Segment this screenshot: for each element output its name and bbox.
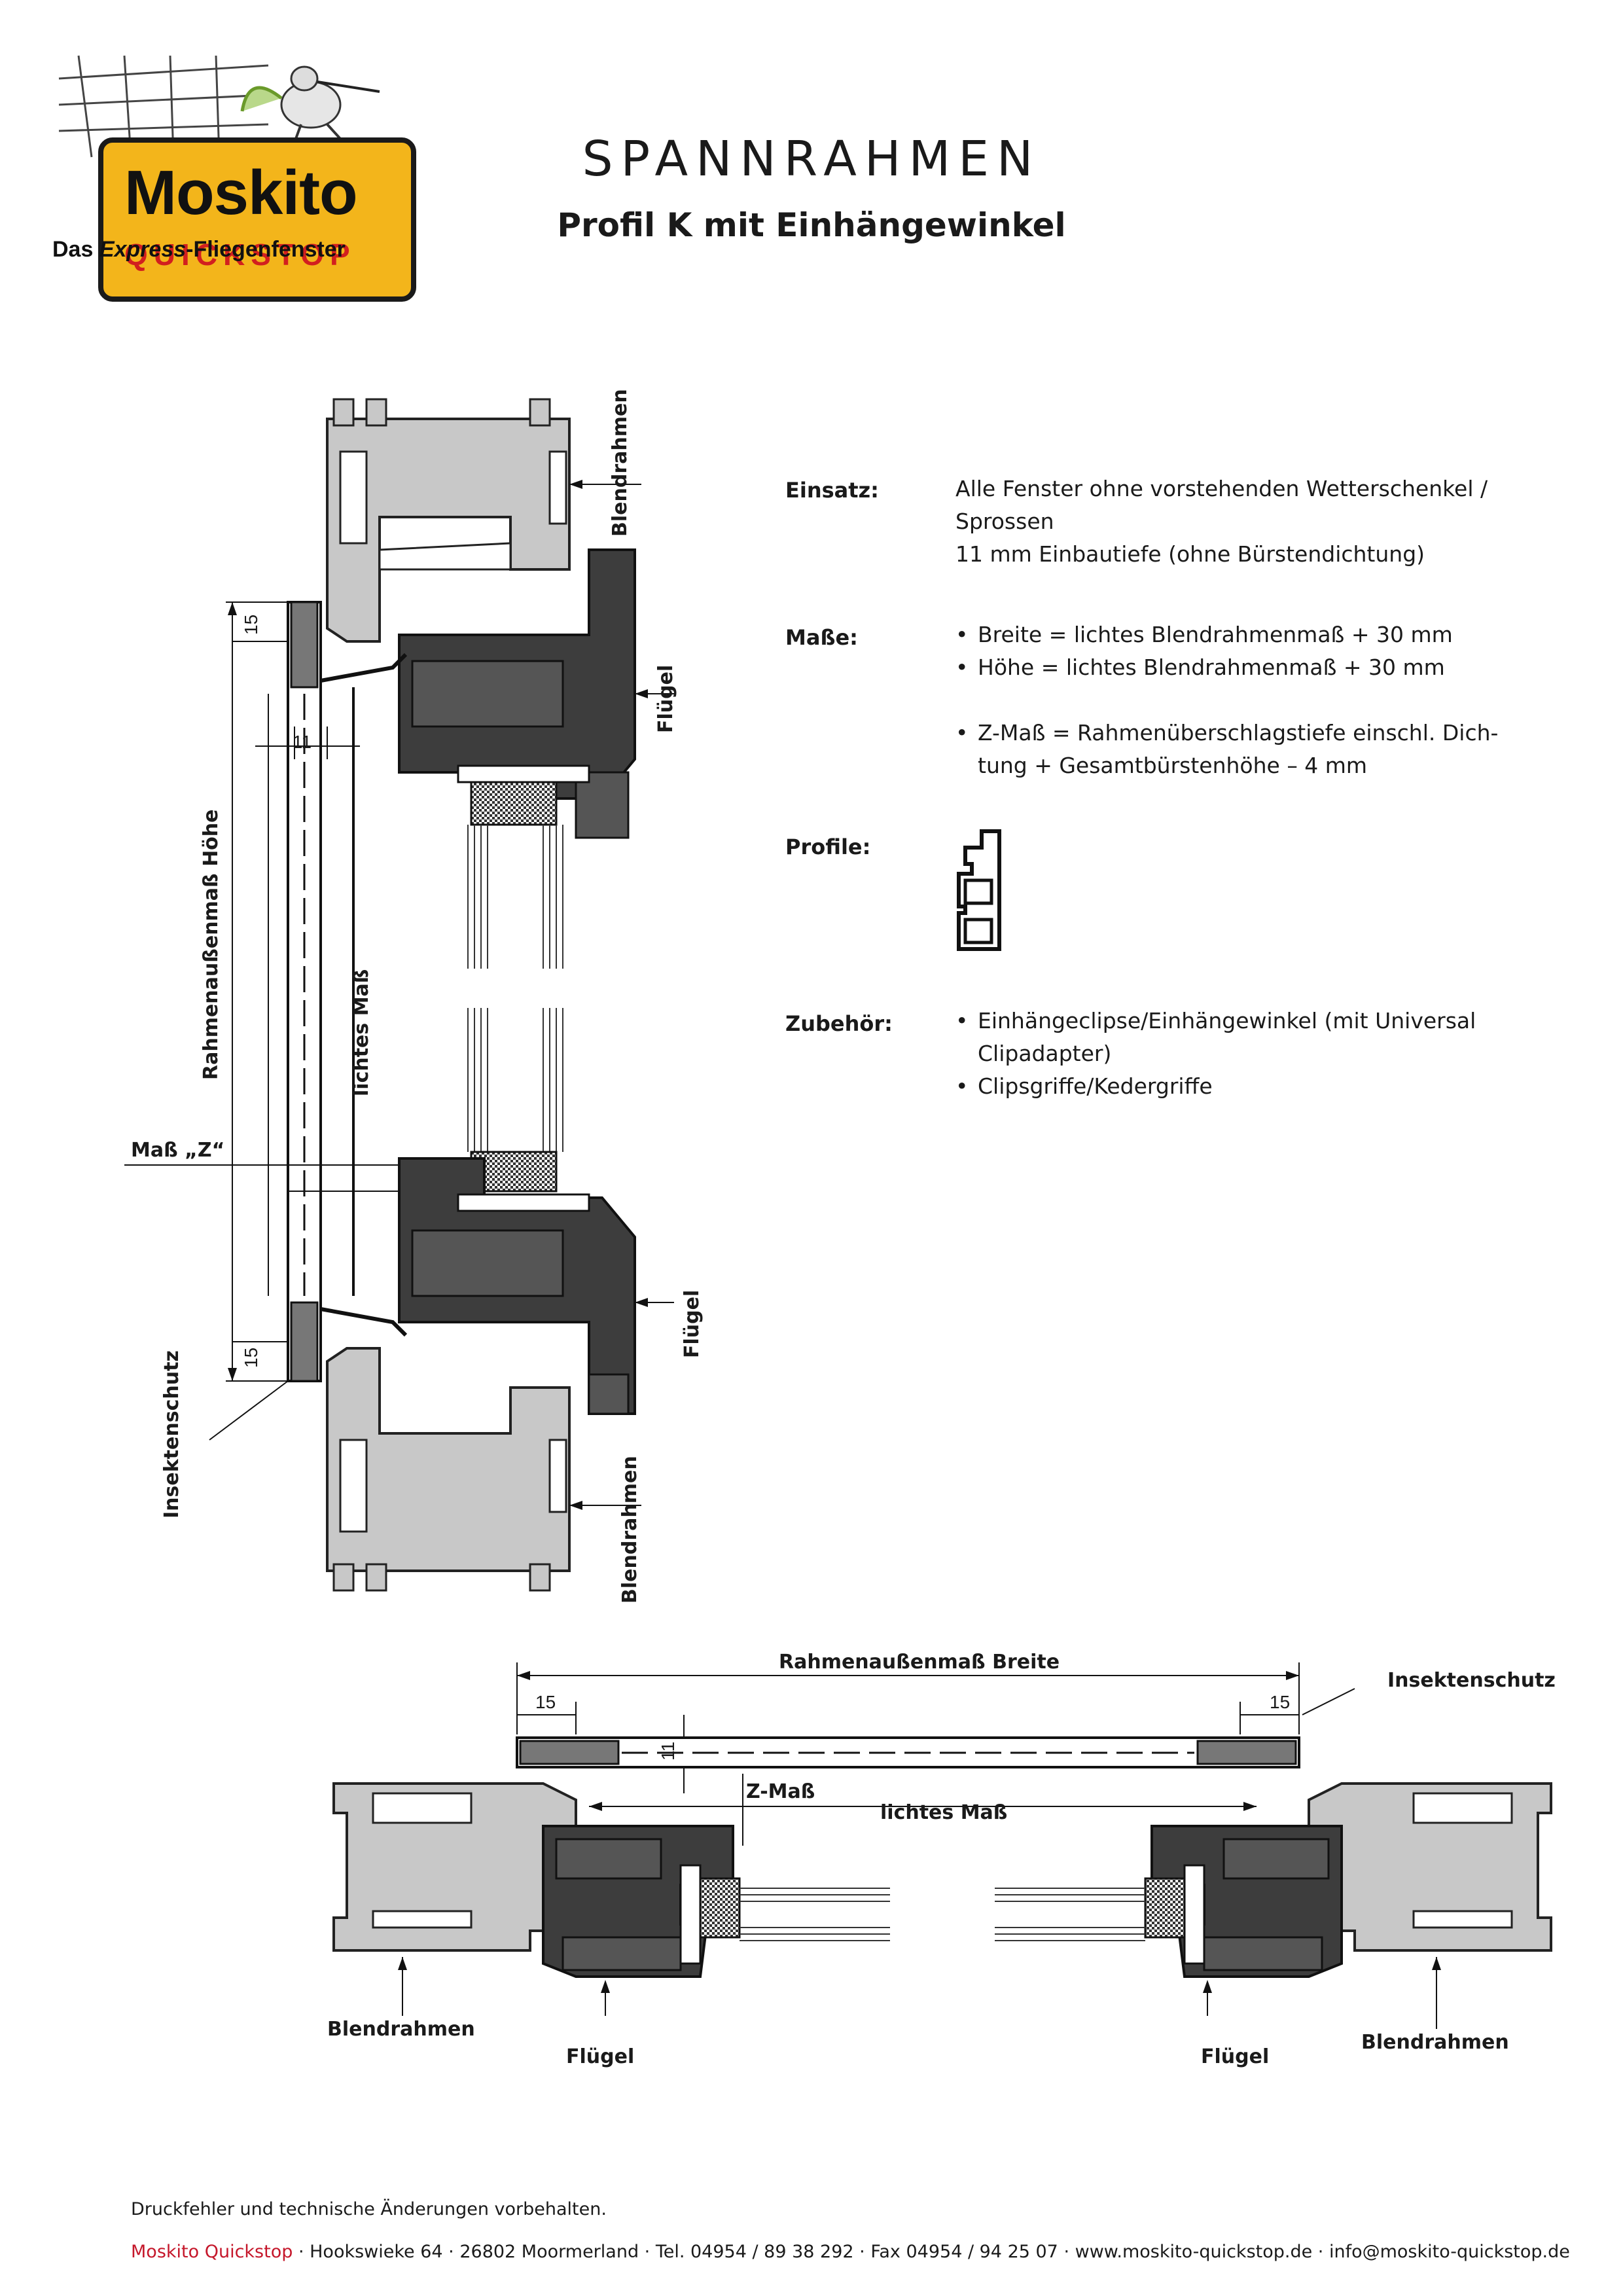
logo-tagline: Das Express-Fliegenfenster: [52, 237, 346, 262]
einsatz-line-2: 11 mm Einbautiefe (ohne Bürstendichtung): [955, 541, 1425, 567]
masse-label: Maße:: [785, 625, 858, 650]
label-mass-z: Maß „Z“: [131, 1139, 225, 1162]
zubehoer-item: Clipsgriffe/Kedergriffe: [955, 1070, 1571, 1103]
label-blendrahmen-left: Blendrahmen: [327, 2018, 475, 2041]
masse-item: Höhe = lichtes Blendrahmenmaß + 30 mm: [955, 651, 1571, 684]
zmass-item: Z-Maß = Rahmenüberschlagstiefe einschl. …: [955, 717, 1571, 782]
label-blendrahmen-right: Blendrahmen: [1361, 2031, 1509, 2054]
einsatz-label: Einsatz:: [785, 478, 879, 503]
einsatz-line-1: Alle Fenster ohne vorstehenden Wettersch…: [955, 476, 1488, 534]
zmass-list: Z-Maß = Rahmenüberschlagstiefe einschl. …: [955, 717, 1571, 782]
label-blendrahmen-bottom: Blendrahmen: [618, 1456, 641, 1604]
masse-item: Breite = lichtes Blendrahmenmaß + 30 mm: [955, 619, 1571, 651]
page-subtitle: Profil K mit Einhängewinkel: [557, 206, 1066, 244]
zubehoer-label: Zubehör:: [785, 1011, 893, 1036]
dim-11-horizontal: 11: [658, 1741, 678, 1761]
label-insektenschutz-horizontal: Insektenschutz: [1387, 1669, 1556, 1692]
masse-list: Breite = lichtes Blendrahmenmaß + 30 mm …: [955, 619, 1571, 684]
label-rahmenaussenmass-hoehe: Rahmenaußenmaß Höhe: [200, 809, 223, 1081]
brand-logo: Moskito QUICKSTOP: [52, 52, 416, 302]
label-lichtes-mass-vertical: lichtes Maß: [350, 969, 373, 1096]
label-z-mass: Z-Maß: [746, 1780, 815, 1803]
label-fluegel-right: Flügel: [1201, 2045, 1270, 2068]
profile-k-icon: [957, 829, 1001, 951]
page-title: SPANNRAHMEN: [582, 131, 1041, 187]
label-rahmenaussenmass-breite: Rahmenaußenmaß Breite: [779, 1651, 1060, 1674]
dim-15-left: 15: [535, 1692, 556, 1712]
zubehoer-item: Einhängeclipse/Einhängewinkel (mit Unive…: [955, 1005, 1571, 1070]
label-insektenschutz-vertical: Insektenschutz: [160, 1350, 183, 1518]
label-lichtes-mass-horizontal: lichtes Maß: [880, 1801, 1008, 1824]
horizontal-section-drawing: [332, 1662, 1552, 2029]
footer-contact-details: · Hookswieke 64 · 26802 Moormerland · Te…: [293, 2242, 1570, 2262]
mosquito-grid-icon: [58, 55, 380, 162]
label-blendrahmen-top: Blendrahmen: [609, 389, 632, 537]
footer-contact: Moskito Quickstop · Hookswieke 64 · 2680…: [131, 2242, 1570, 2262]
label-fluegel-top: Flügel: [654, 664, 677, 733]
profile-label: Profile:: [785, 834, 871, 859]
dim-15-top: 15: [241, 614, 261, 635]
dim-15-right: 15: [1270, 1692, 1291, 1712]
dim-11-vertical: 11: [293, 732, 312, 752]
zubehoer-list: Einhängeclipse/Einhängewinkel (mit Unive…: [955, 1005, 1571, 1103]
footer-brand: Moskito Quickstop: [131, 2242, 293, 2262]
footer-disclaimer: Druckfehler und technische Änderungen vo…: [131, 2199, 607, 2219]
label-fluegel-bottom: Flügel: [681, 1289, 704, 1358]
dim-15-bottom: 15: [241, 1347, 261, 1368]
vertical-section-drawing: [124, 398, 674, 1592]
logo-subtitle: QUICKSTOP: [124, 238, 356, 272]
label-fluegel-left: Flügel: [566, 2045, 635, 2068]
logo-wordmark: Moskito: [124, 158, 358, 228]
